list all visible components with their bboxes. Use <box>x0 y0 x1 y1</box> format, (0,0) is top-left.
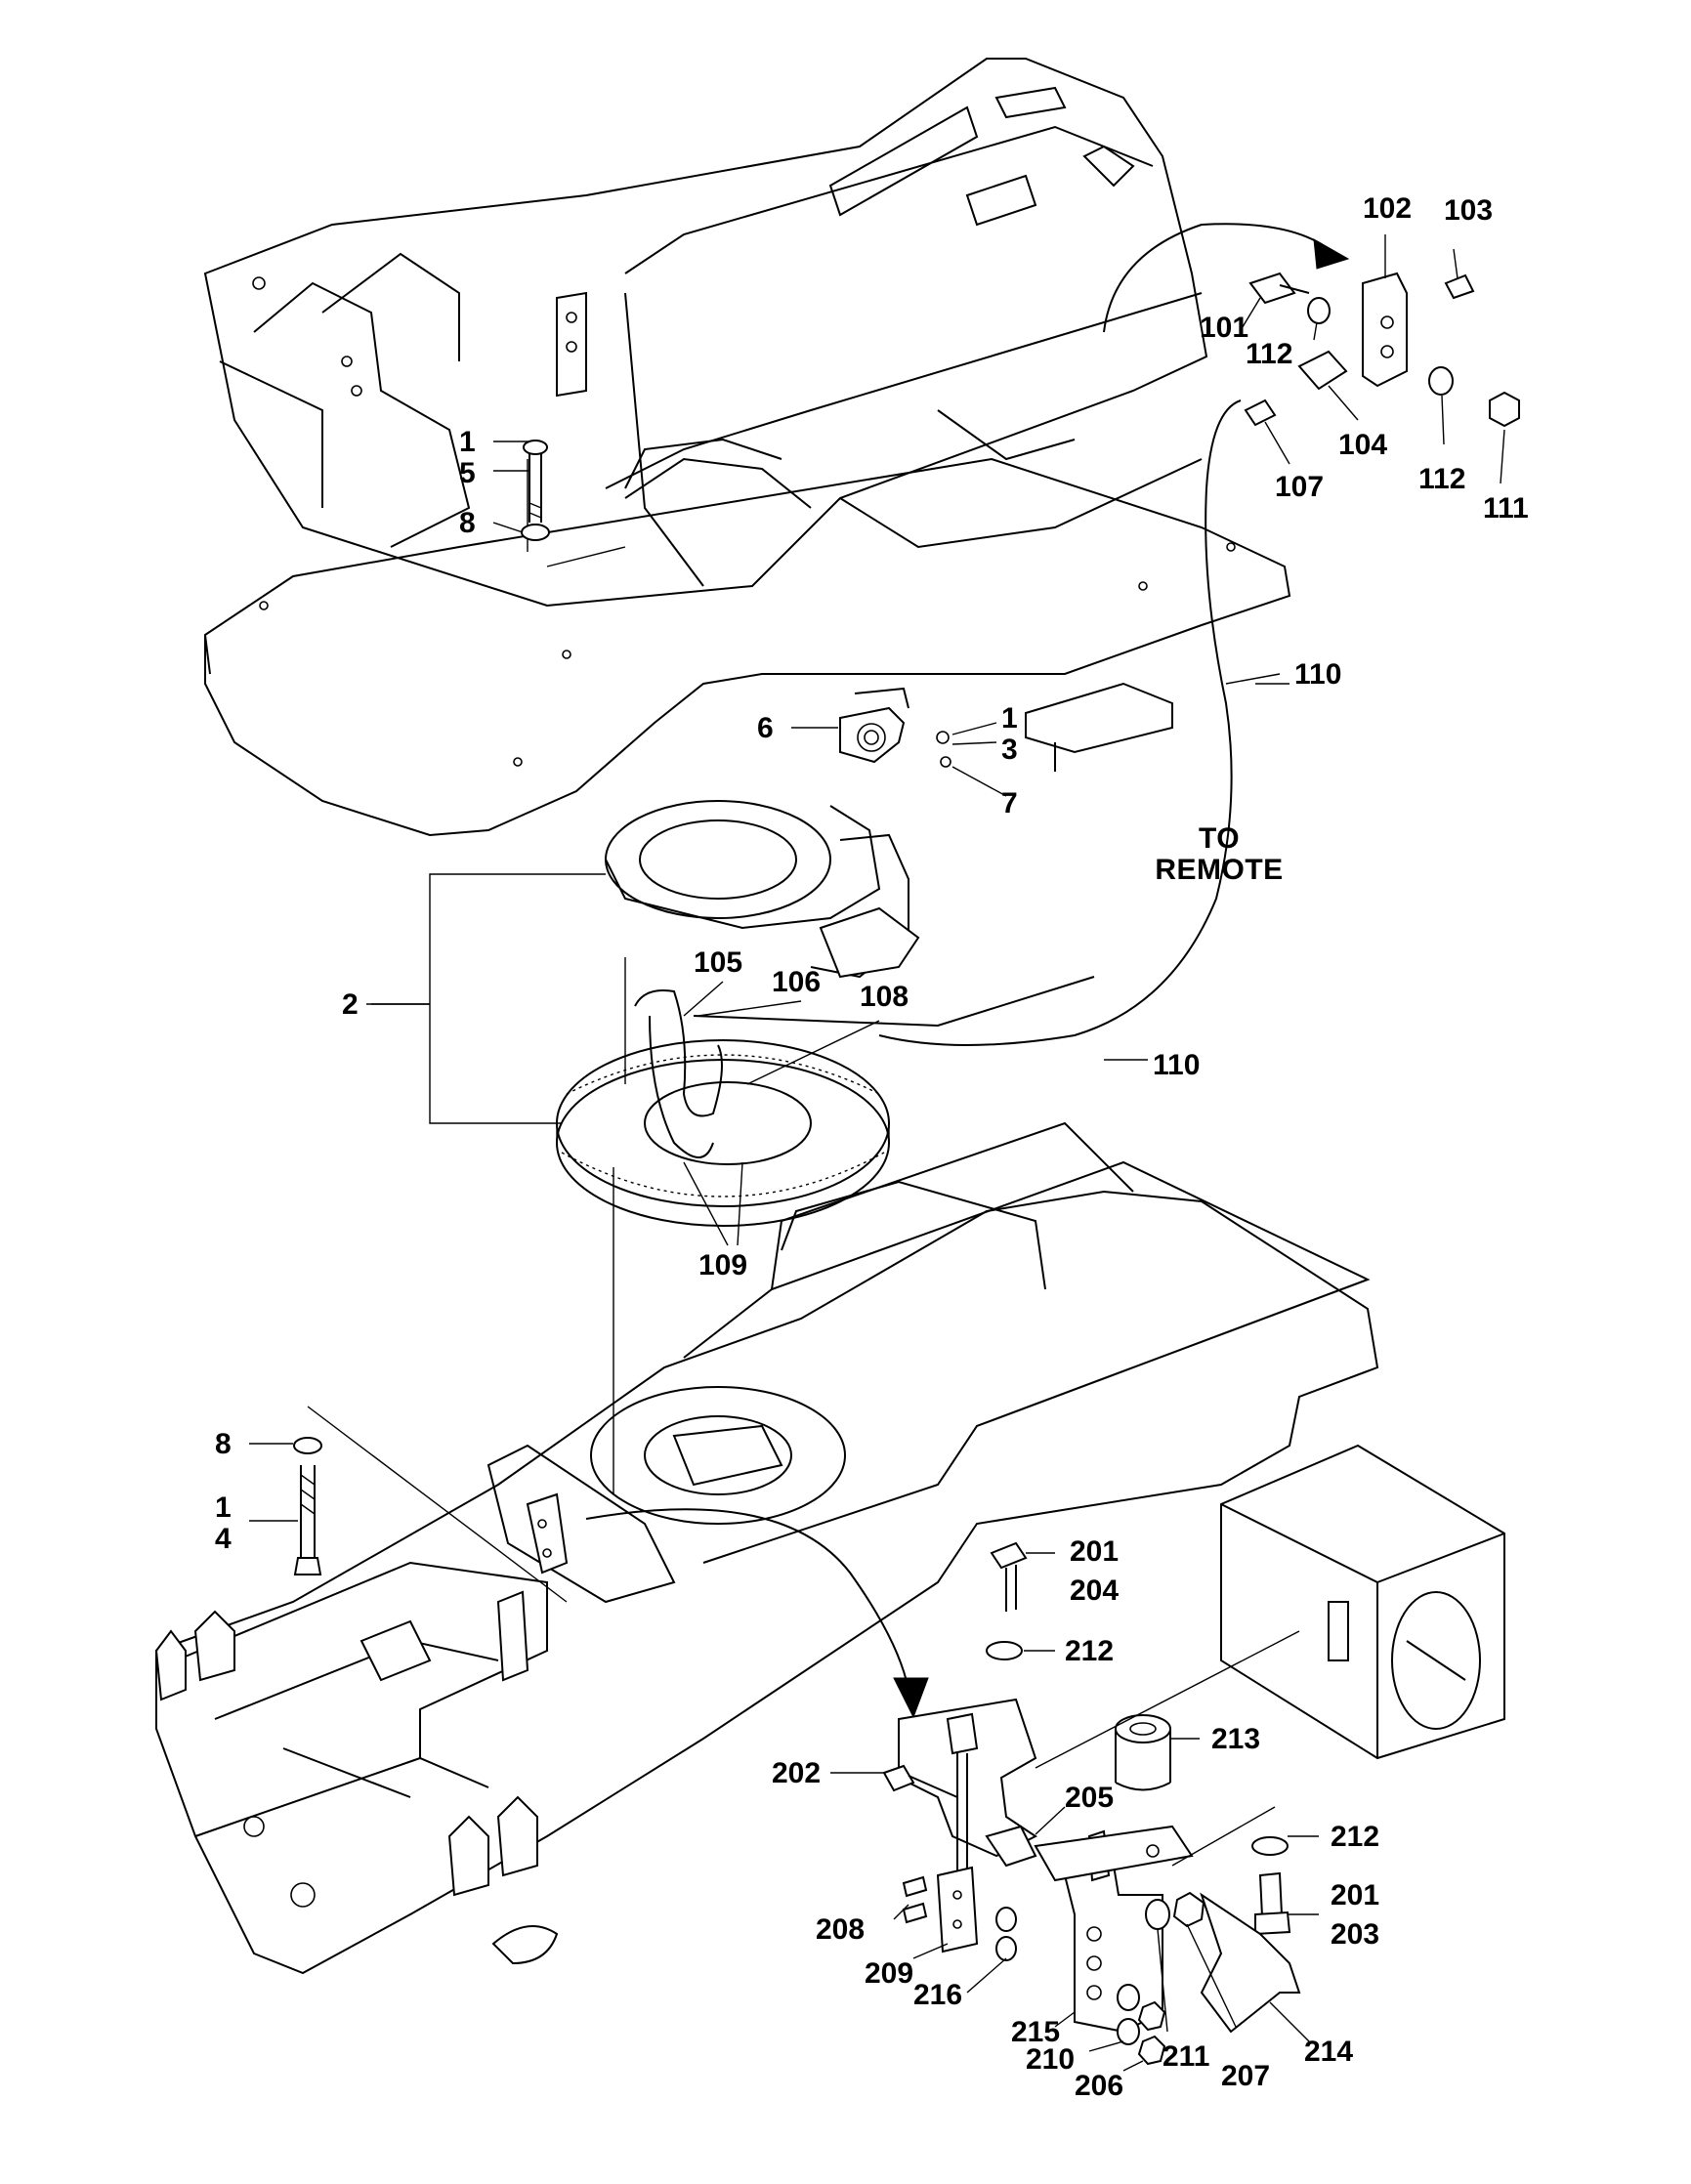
callout-labels: 1 5 8 6 1 3 7 2 105 106 108 109 110 110 … <box>215 192 1529 2102</box>
alignment-lines <box>307 459 626 1603</box>
callout-112: 112 <box>1418 463 1465 495</box>
callout-201: 201 <box>1070 1535 1119 1568</box>
callout-201: 201 <box>1331 1879 1379 1911</box>
callout-216: 216 <box>913 1979 962 2011</box>
detail-arrow <box>585 1508 929 1719</box>
callout-208: 208 <box>816 1913 865 1946</box>
bolt-8-1-4 <box>293 1437 322 1575</box>
callout-214: 214 <box>1304 2036 1353 2068</box>
remote-bracket-assembly <box>1103 223 1520 428</box>
callout-211: 211 <box>1163 2040 1209 2073</box>
upper-frame <box>203 58 1291 837</box>
callout-109: 109 <box>698 1249 747 1281</box>
callout-4: 4 <box>215 1523 232 1555</box>
callout-106: 106 <box>772 966 821 998</box>
callout-105: 105 <box>694 946 742 979</box>
note-to: TO <box>1199 822 1240 855</box>
callout-207: 207 <box>1221 2060 1270 2092</box>
callout-212: 212 <box>1065 1635 1114 1667</box>
callout-110: 110 <box>1294 658 1341 691</box>
callout-6: 6 <box>757 712 774 744</box>
callout-212: 212 <box>1331 1821 1379 1853</box>
callout-3: 3 <box>1001 734 1018 766</box>
bolt-1-5-8 <box>521 440 550 541</box>
callout-204: 204 <box>1070 1575 1119 1607</box>
callout-110: 110 <box>1153 1049 1200 1081</box>
callout-111: 111 <box>1483 492 1529 525</box>
callout-5: 5 <box>459 457 476 489</box>
callout-209: 209 <box>865 1957 913 1990</box>
callout-206: 206 <box>1075 2070 1123 2102</box>
swivel-bracket-assembly <box>839 687 951 768</box>
leader-lines <box>249 234 1505 2072</box>
callout-103: 103 <box>1444 194 1493 227</box>
callout-1: 1 <box>459 426 476 458</box>
callout-202: 202 <box>772 1757 821 1789</box>
slew-ring-assembly <box>556 800 1095 1227</box>
callout-101: 101 <box>1200 312 1248 344</box>
callout-213: 213 <box>1211 1723 1260 1755</box>
callout-112: 112 <box>1246 338 1292 370</box>
item-2-bracket <box>366 873 606 1124</box>
callout-1: 1 <box>215 1491 232 1524</box>
callout-8: 8 <box>215 1428 232 1460</box>
callout-205: 205 <box>1065 1782 1114 1814</box>
callout-108: 108 <box>860 981 909 1013</box>
callout-215: 215 <box>1011 2016 1060 2048</box>
callout-107: 107 <box>1275 471 1324 503</box>
callout-8: 8 <box>459 507 476 539</box>
callout-7: 7 <box>1001 787 1018 819</box>
callout-203: 203 <box>1331 1918 1379 1951</box>
callout-104: 104 <box>1338 429 1387 461</box>
hose-110 <box>878 399 1289 1061</box>
callout-2: 2 <box>342 988 359 1021</box>
callout-210: 210 <box>1026 2043 1075 2076</box>
callout-1: 1 <box>1001 702 1018 735</box>
note-remote: REMOTE <box>1155 854 1283 886</box>
detail-bracket-assembly <box>882 1541 1301 2066</box>
callout-102: 102 <box>1363 192 1412 225</box>
lower-chassis <box>154 1121 1505 1975</box>
